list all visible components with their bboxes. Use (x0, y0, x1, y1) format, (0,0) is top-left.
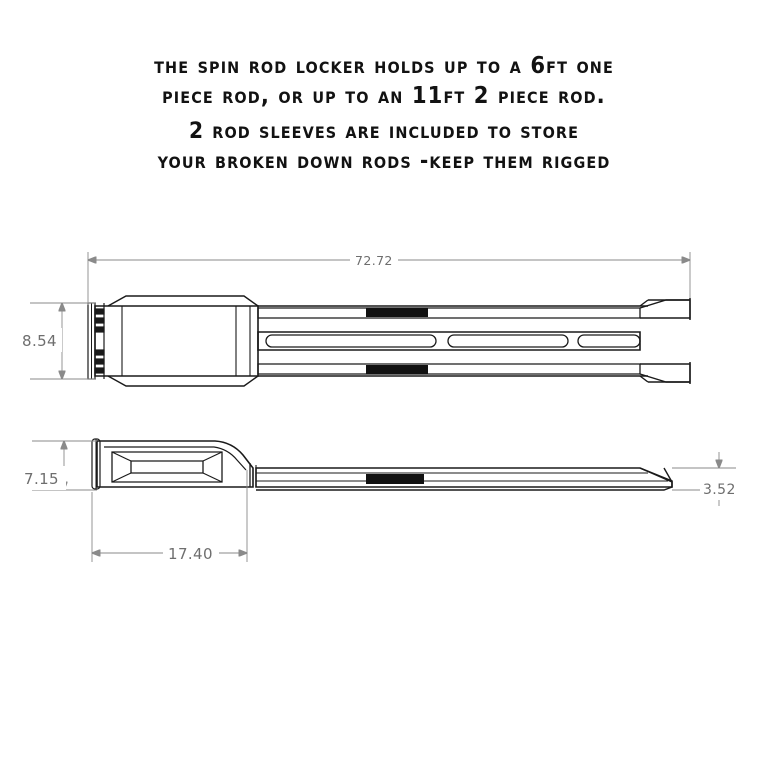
top-view-tube-wall-upper (257, 307, 641, 319)
mask-thickness (700, 478, 750, 500)
side-view-end-cap (91, 438, 101, 490)
dimension-label-tube-thickness: 3.52 (703, 482, 736, 498)
compartment-bevel-bl (111, 472, 132, 483)
side-view-rod-compartment (111, 451, 223, 483)
mask-overall-length (350, 250, 398, 270)
top-view-tip-lower-chamfer (639, 375, 649, 383)
top-view-shoulder-upper (107, 295, 259, 307)
compartment-inner (130, 460, 204, 474)
dimension-label-side-view-height: 7.15 (24, 470, 59, 488)
top-view-end-cap-hardware (87, 302, 105, 380)
dimension-annotations (30, 252, 736, 562)
compartment-bevel-tl (111, 451, 132, 462)
latch-block-1 (94, 308, 105, 315)
compartment-outer (111, 451, 223, 483)
latch-block-5 (94, 358, 105, 365)
side-view-blade-underside (256, 467, 673, 491)
brand-logo-icon-top-lower (366, 365, 428, 374)
mask-side-view-height (24, 466, 66, 490)
mask-head-length (163, 542, 219, 564)
headline-block-one: The Spin Rod Locker holds up to a 6ft on… (0, 50, 768, 110)
top-view-tube-wall-lower (257, 363, 641, 375)
side-view-tip-chamfer (663, 467, 673, 483)
top-view-center-channel (257, 331, 641, 351)
top-view (87, 295, 691, 387)
dimension-label-head-length: 17.40 (168, 545, 213, 563)
top-view-shoulder-lower (107, 375, 259, 387)
headline-line-4: your broken down rods -keep them rigged (157, 148, 611, 174)
dimension-label-top-view-width: 8.54 (22, 332, 57, 350)
mask-top-view-width (22, 328, 62, 352)
side-view-head-top-inner (104, 446, 247, 471)
latch-block-4 (94, 349, 105, 356)
top-view-body (94, 305, 259, 377)
compartment-bevel-tr (202, 451, 223, 462)
top-view-tip-upper-chamfer (639, 299, 649, 307)
headline-line-3: 2 Rod sleeves are included to store (188, 118, 580, 144)
top-view-slot-2 (447, 334, 569, 348)
brand-logo-icon-side (366, 474, 424, 484)
latch-block-3 (94, 326, 105, 333)
latch-block-6 (94, 367, 105, 374)
headline-line-2: piece rod, or up to an 11ft 2 piece rod. (162, 81, 606, 109)
top-view-slot-3 (577, 334, 641, 348)
top-view-slot-1 (265, 334, 437, 348)
top-view-tip-upper (639, 299, 691, 319)
dimension-label-overall-length: 72.72 (355, 253, 393, 268)
top-view-brand-marks (366, 308, 428, 374)
top-view-tip-lower (639, 363, 691, 383)
headline-block-two: 2 Rod sleeves are included to store your… (0, 116, 768, 176)
side-view-head-outline (96, 440, 254, 488)
side-view-blade (255, 467, 673, 488)
compartment-bevel-br (202, 472, 223, 483)
latch-block-2 (94, 317, 105, 324)
headline-line-1: The Spin Rod Locker holds up to a 6ft on… (154, 51, 614, 79)
side-view (91, 438, 673, 491)
brand-logo-icon-top-upper (366, 308, 428, 317)
